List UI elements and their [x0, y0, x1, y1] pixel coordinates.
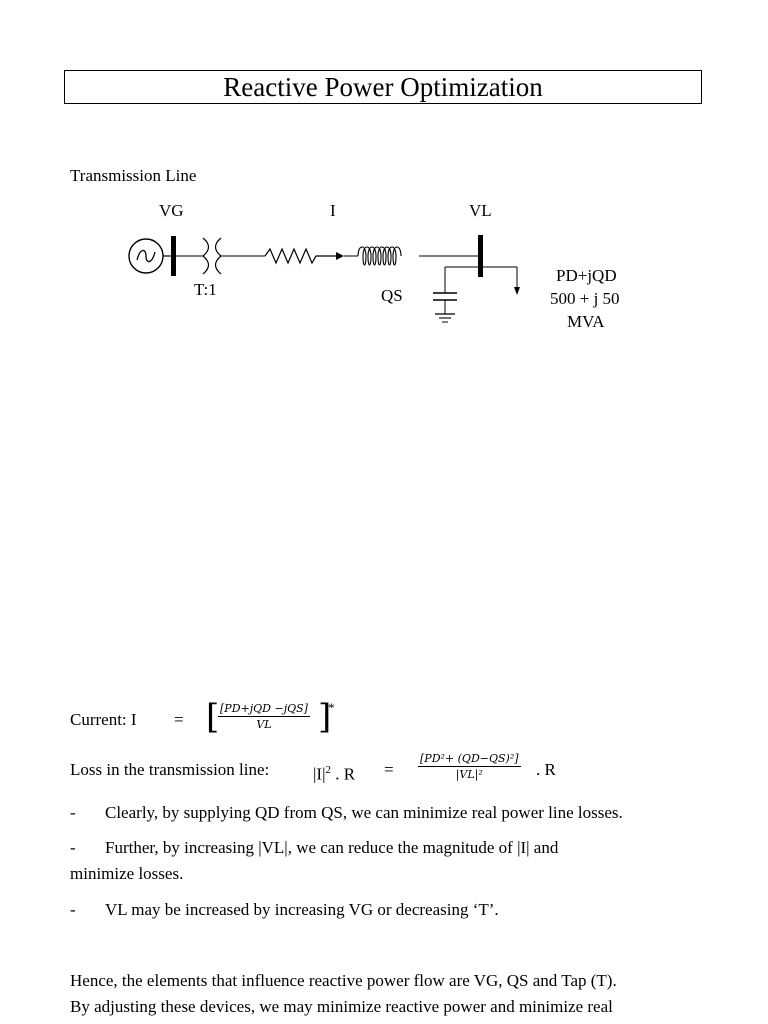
label-qs: QS: [381, 286, 403, 305]
loss-eq-exponent: 2: [325, 764, 331, 776]
loss-eq-lhs: |I|2 . R: [313, 760, 355, 785]
inductor-symbol: [344, 246, 478, 266]
bullet-text: Clearly, by supplying QD from QS, we can…: [105, 803, 623, 822]
bullet-text: VL may be increased by increasing VG or …: [105, 900, 499, 919]
capacitor-symbol: [433, 266, 478, 314]
current-eq-fraction: [PD+jQD −jQS] VL: [218, 702, 310, 731]
circuit-diagram: [128, 235, 520, 323]
label-i: I: [330, 201, 336, 220]
transformer-symbol: [176, 237, 265, 275]
loss-eq-lhs-r: . R: [335, 764, 356, 784]
generator-bus: [171, 236, 176, 276]
current-eq-denominator: VL: [256, 718, 272, 731]
conclusion-line: By adjusting these devices, we may minim…: [70, 997, 613, 1016]
loss-eq-label: Loss in the transmission line:: [70, 760, 270, 779]
loss-eq-tail: . R: [536, 760, 556, 779]
ground-symbol: [435, 313, 455, 323]
label-vg: VG: [159, 201, 184, 220]
load-bus: [478, 235, 483, 277]
bullet-continuation: minimize losses.: [70, 864, 184, 883]
load-label-value: 500 + j 50: [550, 289, 620, 308]
label-vl: VL: [469, 201, 492, 220]
current-eq-numerator: [PD+jQD −jQS]: [220, 702, 308, 715]
loss-eq-numerator: [PD²+ (QD−QS)²]: [420, 752, 519, 765]
bullet-text: Further, by increasing |VL|, we can redu…: [105, 838, 559, 857]
bullet-dash: -: [70, 900, 76, 919]
page-title: Reactive Power Optimization: [64, 70, 702, 104]
title-text: Reactive Power Optimization: [223, 71, 543, 102]
loss-eq-denominator: |VL|²: [455, 768, 483, 781]
label-tap-ratio: T:1: [194, 280, 217, 299]
fraction-bar: [418, 766, 521, 767]
current-eq-label: Current: I: [70, 710, 137, 729]
load-label-pq: PD+jQD: [556, 266, 617, 285]
load-label-unit: MVA: [567, 312, 605, 331]
bullet-dash: -: [70, 803, 76, 822]
loss-eq-equals: =: [384, 760, 394, 779]
current-eq-equals: =: [174, 710, 184, 729]
loss-eq-current-mag: |I|: [313, 764, 326, 784]
section-label: Transmission Line: [70, 166, 197, 185]
fraction-bar: [218, 716, 310, 717]
current-eq-bracket-right: ]: [318, 697, 332, 737]
resistor-symbol: [264, 247, 340, 265]
loss-eq-fraction: [PD²+ (QD−QS)²] |VL|²: [418, 752, 521, 781]
conclusion-line: Hence, the elements that influence react…: [70, 971, 617, 990]
generator-symbol: [128, 238, 173, 274]
load-arrow: [483, 266, 520, 295]
current-eq-bracket-left: [: [206, 697, 220, 737]
current-eq-conjugate: *: [328, 700, 335, 715]
current-arrow: [336, 252, 344, 260]
bullet-dash: -: [70, 838, 76, 857]
